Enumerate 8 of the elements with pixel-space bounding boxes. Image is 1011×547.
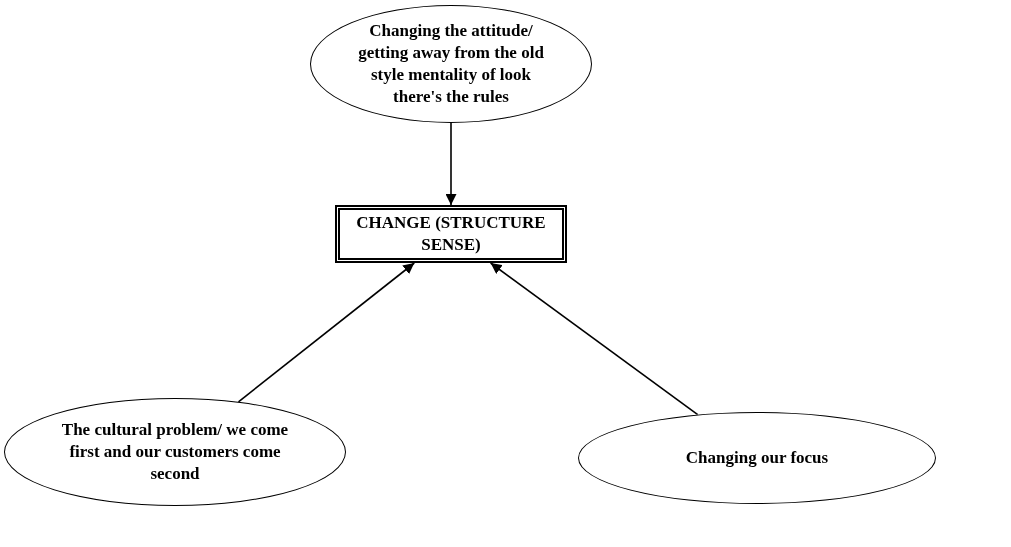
arrow xyxy=(489,262,699,416)
node-text: The cultural problem/ we come first and our customers come second xyxy=(60,418,290,486)
node-text: Changing our focus xyxy=(685,446,829,469)
node-text: CHANGE (STRUCTURE SENSE) xyxy=(355,211,547,256)
process-box xyxy=(335,205,567,263)
node-text: Changing the attitude/ getting away from the old style mentality of look there's the rules xyxy=(357,19,545,109)
arrow xyxy=(237,262,416,403)
arrow xyxy=(445,122,457,206)
